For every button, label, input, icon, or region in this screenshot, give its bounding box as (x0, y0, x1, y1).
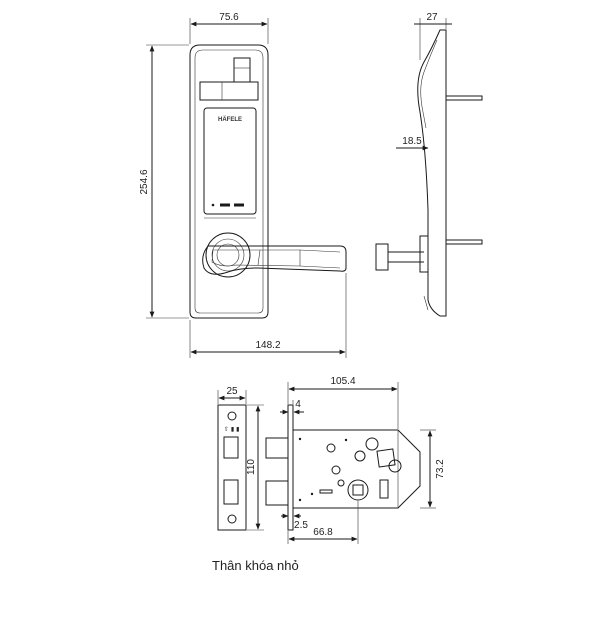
side-view (375, 29, 483, 317)
faceplate-thickness-dimension: 4 (280, 399, 304, 415)
faceplate-thickness-label: 4 (295, 399, 301, 410)
body-width-dimension: 105.4 (287, 376, 399, 429)
body-width-label: 105.4 (330, 376, 355, 387)
handle-width-dimension: 148.2 (189, 273, 347, 358)
front-view: HÄFELE (189, 44, 347, 319)
side-depth-dimension: 27 (414, 12, 452, 60)
faceplate-height-dimension: 110 (246, 404, 264, 531)
faceplate-width-label: 25 (226, 386, 238, 397)
side-offset-dimension: 18.5 (396, 136, 429, 151)
handle-width-label: 148.2 (255, 340, 280, 351)
gap-dimension: 2.5 (281, 513, 308, 531)
faceplate-height-label: 110 (246, 459, 257, 475)
front-width-dimension: 75.6 (189, 12, 269, 44)
body-height-dimension: 73.2 (420, 429, 446, 509)
drawing-caption: Thân khóa nhỏ (212, 558, 299, 573)
backset-label: 66.8 (313, 527, 333, 538)
front-width-label: 75.6 (219, 12, 239, 23)
svg-text:⇧ ▮ ▮: ⇧ ▮ ▮ (224, 426, 239, 433)
faceplate-view: ⇧ ▮ ▮ (217, 404, 247, 531)
height-label: 254.6 (139, 169, 150, 194)
brand-logo-text: HÄFELE (218, 116, 242, 123)
lock-body-view (265, 404, 421, 531)
backset-dimension: 66.8 (287, 501, 359, 544)
height-dimension: 254.6 (139, 44, 189, 319)
gap-label: 2.5 (294, 520, 308, 531)
side-offset-label: 18.5 (402, 136, 422, 147)
body-height-label: 73.2 (435, 459, 446, 479)
side-depth-label: 27 (426, 12, 438, 23)
faceplate-width-dimension: 25 (217, 386, 247, 404)
